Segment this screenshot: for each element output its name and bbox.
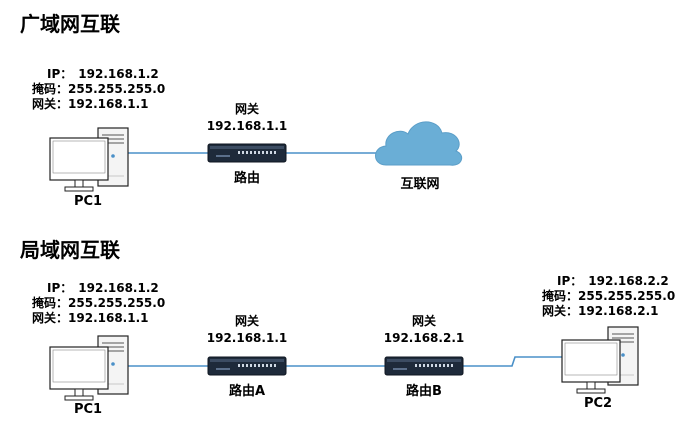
pc1-wan-icon bbox=[49, 127, 129, 192]
router-wan-label: 路由 bbox=[233, 171, 260, 186]
gateway-label: 网关： bbox=[32, 311, 69, 325]
lan-title: 局域网互联 bbox=[20, 238, 120, 262]
pc2-label: PC2 bbox=[583, 396, 613, 411]
routerB-icon bbox=[384, 356, 464, 376]
gateway-value: 192.168.1.1 bbox=[68, 311, 149, 325]
routerA-label: 路由A bbox=[228, 384, 266, 399]
pc1-lan-info: IP： 192.168.1.2 掩码：255.255.255.0 网关：192.1… bbox=[32, 281, 165, 326]
gateway-value: 192.168.1.1 bbox=[68, 97, 149, 111]
gateway-label: 网关： bbox=[32, 97, 69, 111]
ip-label: IP： bbox=[557, 274, 583, 288]
router-wan-gateway: 网关 192.168.1.1 bbox=[197, 101, 297, 135]
mask-label: 掩码： bbox=[32, 296, 69, 310]
pc1-wan-label: PC1 bbox=[73, 194, 103, 209]
gateway-title: 网关 bbox=[234, 314, 259, 328]
mask-value: 255.255.255.0 bbox=[68, 82, 166, 96]
ip-value: 192.168.2.2 bbox=[588, 274, 669, 288]
link-routerB-pc2 bbox=[463, 356, 562, 367]
pc2-info: IP： 192.168.2.2 掩码：255.255.255.0 网关：192.1… bbox=[542, 274, 675, 319]
mask-value: 255.255.255.0 bbox=[68, 296, 166, 310]
gateway-ip: 192.168.1.1 bbox=[206, 331, 288, 345]
gateway-ip: 192.168.1.1 bbox=[206, 119, 288, 133]
mask-value: 255.255.255.0 bbox=[578, 289, 676, 303]
mask-label: 掩码： bbox=[542, 289, 579, 303]
internet-label: 互联网 bbox=[400, 177, 440, 192]
ip-label: IP： bbox=[47, 67, 73, 81]
router-wan-icon bbox=[207, 143, 287, 163]
ip-value: 192.168.1.2 bbox=[78, 67, 159, 81]
gateway-ip: 192.168.2.1 bbox=[383, 331, 465, 345]
gateway-title: 网关 bbox=[411, 314, 436, 328]
ip-label: IP： bbox=[47, 281, 73, 295]
routerA-gateway: 网关 192.168.1.1 bbox=[197, 313, 297, 347]
gateway-value: 192.168.2.1 bbox=[578, 304, 659, 318]
pc1-lan-label: PC1 bbox=[73, 402, 103, 417]
routerA-icon bbox=[207, 356, 287, 376]
gateway-label: 网关： bbox=[542, 304, 579, 318]
pc2-icon bbox=[561, 326, 639, 394]
pc1-wan-info: IP： 192.168.1.2 掩码：255.255.255.0 网关：192.1… bbox=[32, 67, 165, 112]
gateway-title: 网关 bbox=[234, 102, 259, 116]
pc1-lan-icon bbox=[49, 335, 129, 401]
wan-title: 广域网互联 bbox=[20, 12, 120, 36]
mask-label: 掩码： bbox=[32, 82, 69, 96]
ip-value: 192.168.1.2 bbox=[78, 281, 159, 295]
routerB-gateway: 网关 192.168.2.1 bbox=[374, 313, 474, 347]
internet-cloud-icon bbox=[375, 121, 463, 166]
routerB-label: 路由B bbox=[406, 384, 442, 399]
